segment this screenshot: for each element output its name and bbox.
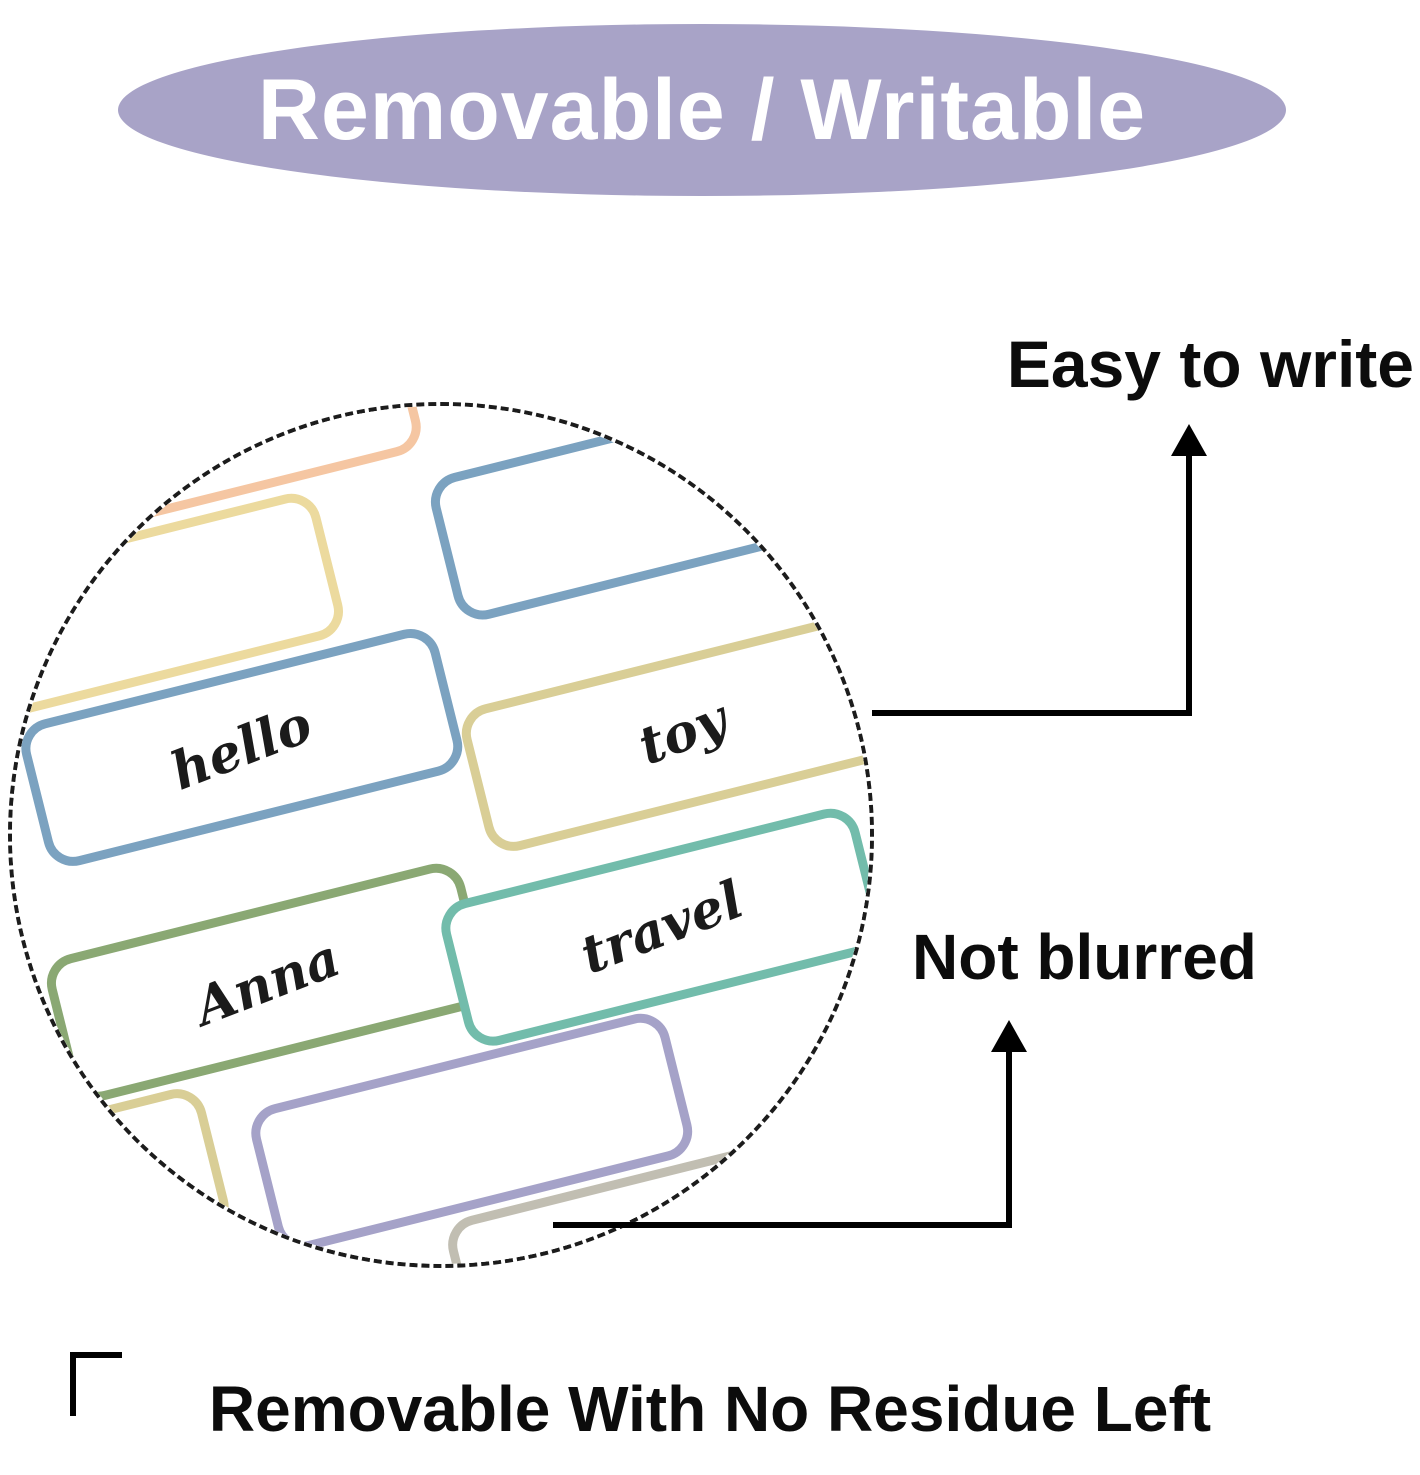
removable-writable-badge: Removable / Writable <box>118 24 1286 196</box>
badge-label: Removable / Writable <box>257 61 1147 158</box>
sticker-khaki-partial <box>12 1082 235 1264</box>
sticker-sheet: hello toy Anna travel <box>12 406 870 1264</box>
arrow-up-icon <box>1171 424 1207 456</box>
easy-to-write-connector-vertical <box>1186 452 1192 716</box>
arrow-up-icon <box>991 1020 1027 1052</box>
bottom-caption: Removable With No Residue Left <box>208 1373 1212 1445</box>
not-blurred-connector-vertical <box>1006 1048 1012 1228</box>
easy-to-write-label: Easy to write <box>1006 327 1414 401</box>
sticker-blue-partial <box>424 406 870 626</box>
not-blurred-connector-horizontal <box>553 1222 1012 1228</box>
sticker-handwriting-travel: travel <box>572 868 752 986</box>
easy-to-write-connector-horizontal <box>872 710 1192 716</box>
not-blurred-label: Not blurred <box>912 921 1257 993</box>
corner-bracket-icon <box>70 1352 122 1416</box>
sticker-handwriting-hello: hello <box>163 692 321 802</box>
sticker-handwriting-toy: toy <box>629 688 735 777</box>
sticker-handwriting-anna: Anna <box>186 926 349 1038</box>
magnifier-circle: hello toy Anna travel <box>8 402 874 1268</box>
